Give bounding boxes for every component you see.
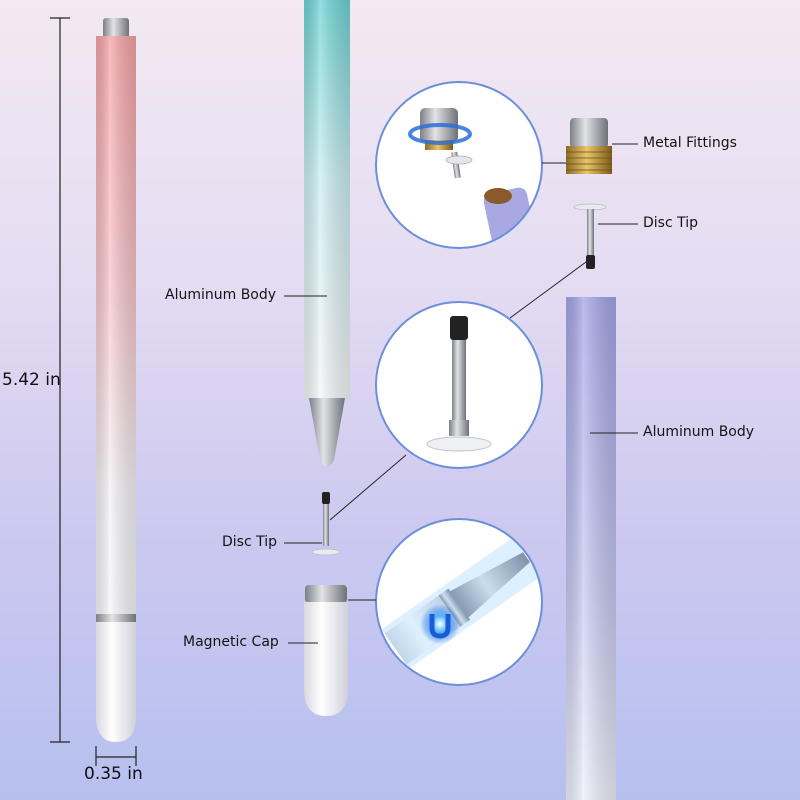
detail-circle-disc-tip — [375, 301, 543, 469]
magnetic-cap-icon — [304, 585, 348, 716]
length-dimension-line — [50, 17, 70, 743]
leader-lines — [284, 143, 638, 644]
stylus-pen-icon — [304, 0, 350, 467]
length-dimension-label: 5.42 in — [2, 370, 61, 390]
metal-fitting-icon — [566, 118, 612, 174]
diameter-dimension-label: 0.35 in — [84, 764, 143, 784]
detail-circle-metal-fittings — [375, 81, 543, 249]
label-disc-tip-right: Disc Tip — [643, 215, 699, 231]
disc-tip-icon — [311, 492, 341, 556]
diameter-dimension-line — [95, 746, 137, 766]
stylus-pen-icon — [566, 297, 616, 800]
label-aluminum-body-right: Aluminum Body — [643, 424, 755, 440]
detail-circle-magnetic-cap — [375, 518, 543, 686]
label-magnetic-cap: Magnetic Cap — [183, 634, 279, 650]
disc-tip-icon — [573, 203, 607, 269]
stylus-pen-icon — [96, 18, 136, 742]
label-metal-fittings: Metal Fittings — [643, 135, 737, 151]
label-aluminum-body-left: Aluminum Body — [165, 287, 277, 303]
label-disc-tip-left: Disc Tip — [222, 534, 278, 550]
